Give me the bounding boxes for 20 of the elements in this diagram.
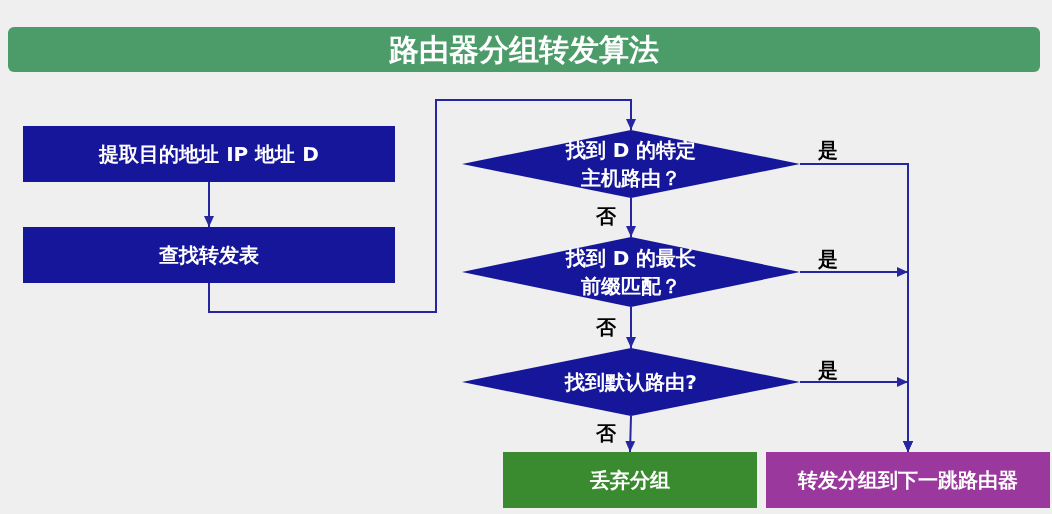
arrow	[626, 306, 636, 349]
decision-diamond: 找到默认路由?	[462, 348, 800, 416]
arrow	[204, 181, 214, 228]
process-box: 查找转发表	[23, 227, 395, 283]
process-box: 转发分组到下一跳路由器	[766, 452, 1050, 508]
edge-label: 是	[817, 137, 839, 163]
edge-label: 否	[595, 203, 617, 229]
arrow	[799, 377, 913, 453]
edge-label: 是	[817, 246, 839, 272]
arrow	[625, 415, 636, 453]
edge-label: 否	[595, 314, 617, 340]
edge-label: 否	[595, 420, 617, 446]
title-banner: 路由器分组转发算法	[8, 27, 1040, 72]
edge-label: 是	[817, 357, 839, 383]
arrow	[208, 99, 636, 313]
process-box: 提取目的地址 IP 地址 D	[23, 126, 395, 182]
decision-diamond: 找到 D 的特定主机路由？	[462, 130, 800, 198]
process-box: 丢弃分组	[503, 452, 757, 508]
decision-diamond: 找到 D 的最长前缀匹配？	[462, 237, 800, 307]
arrow	[626, 197, 636, 238]
